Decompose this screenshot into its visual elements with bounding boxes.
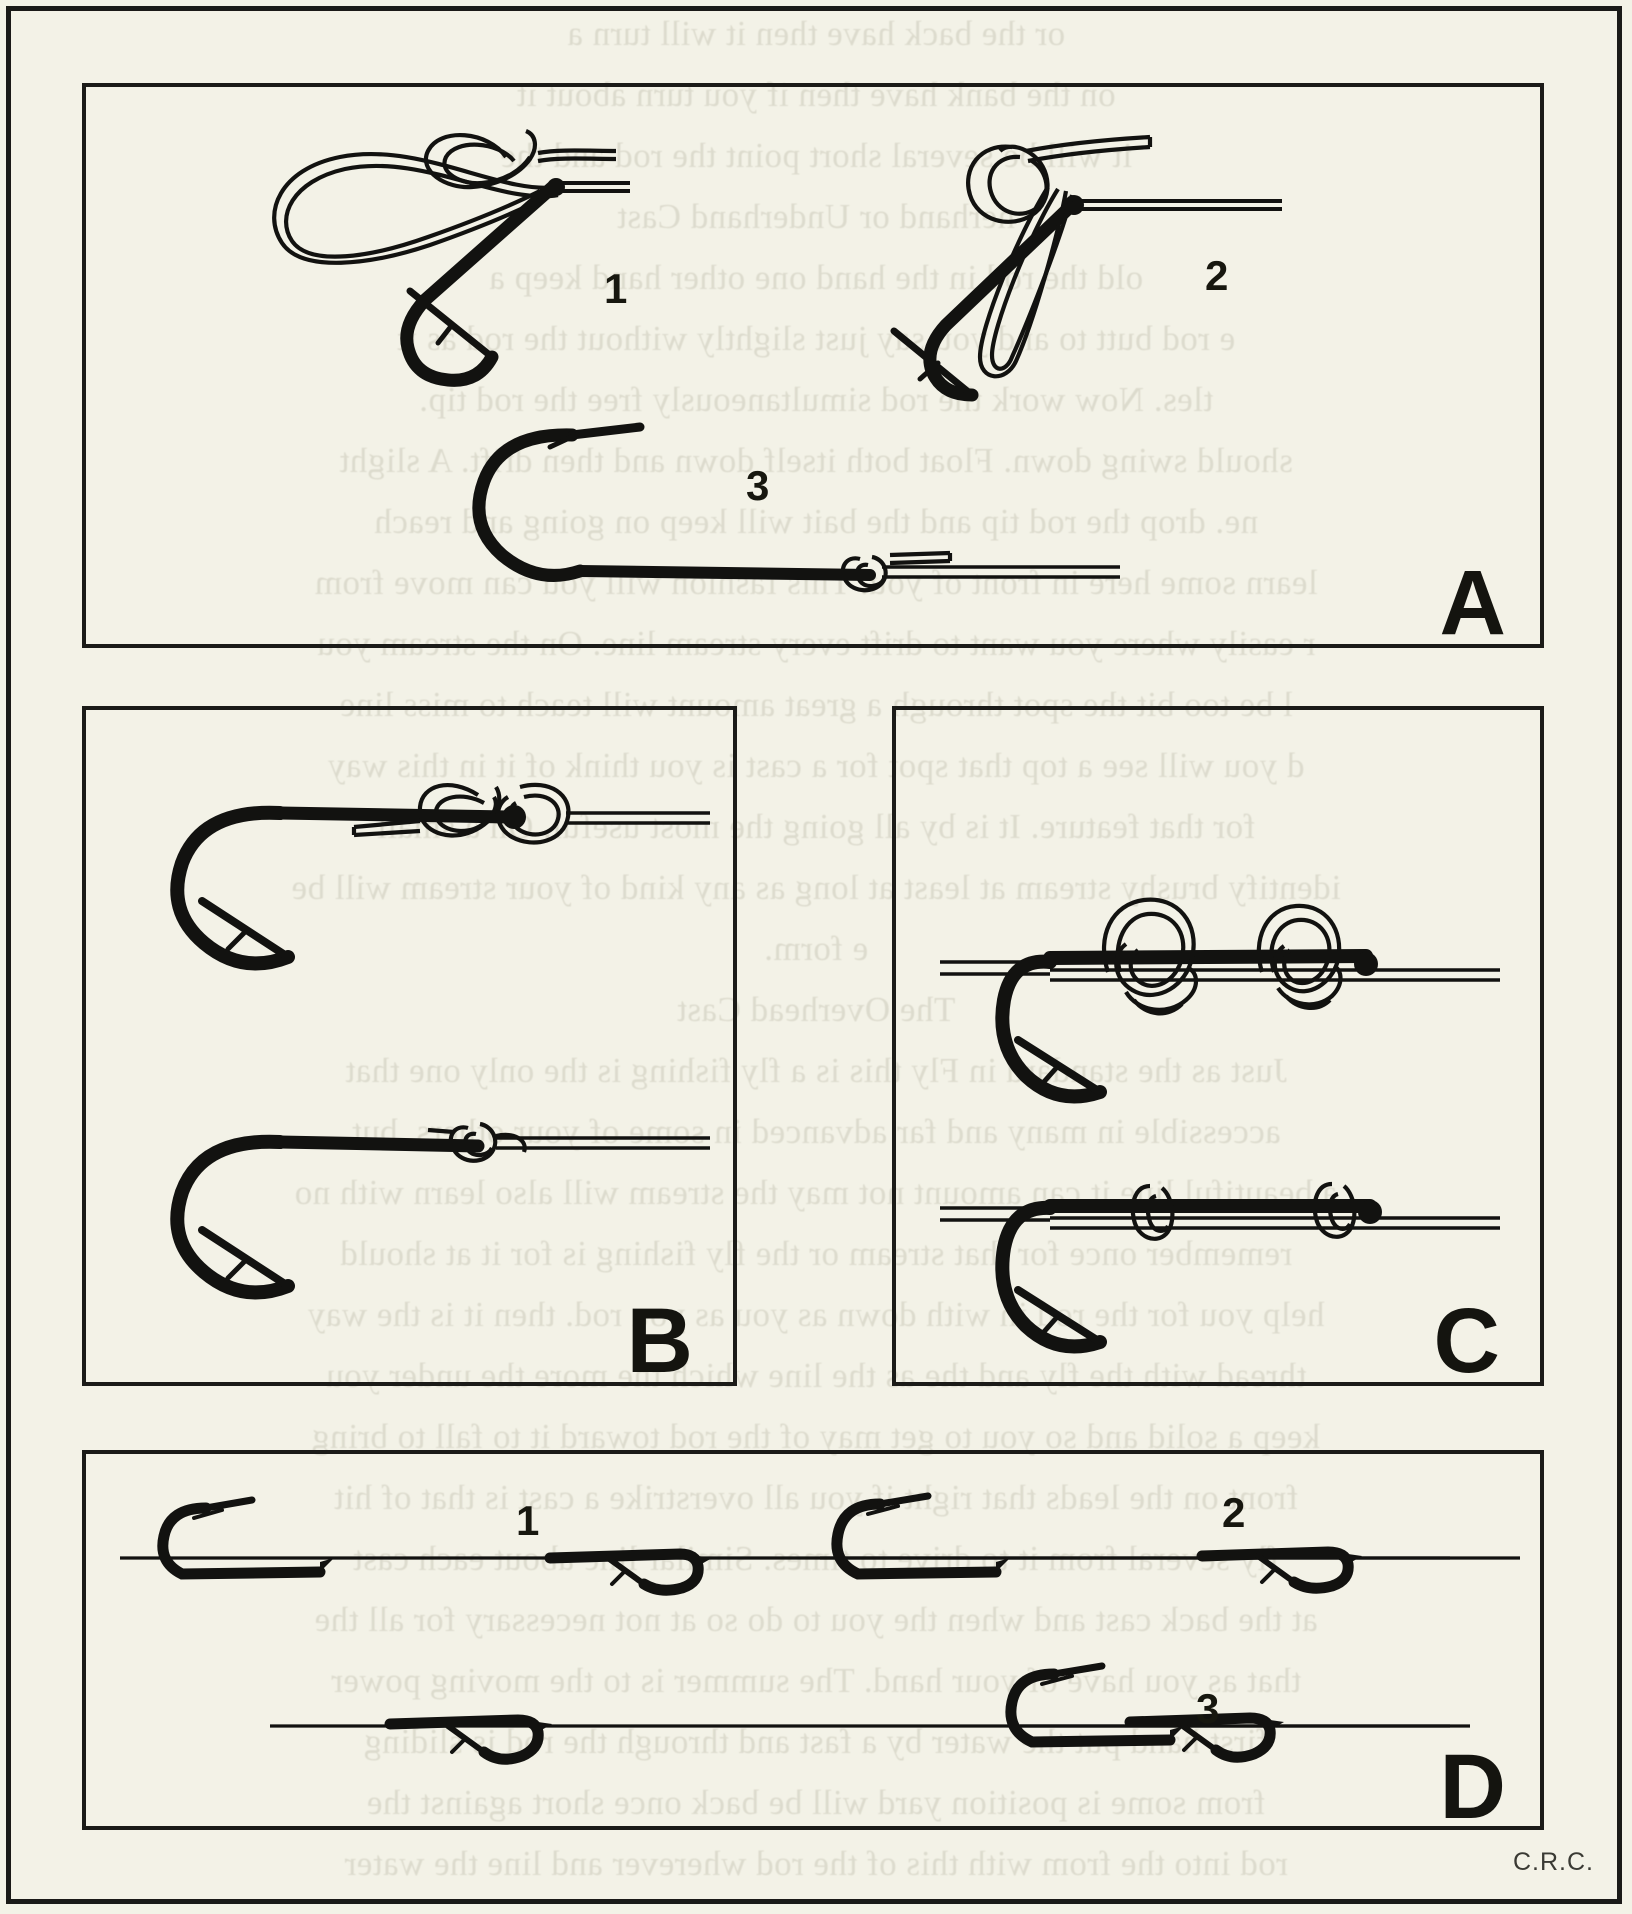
- panel-d: D: [82, 1450, 1544, 1838]
- artist-signature: C.R.C.: [1513, 1848, 1594, 1876]
- step-number-a1: 1: [604, 265, 628, 312]
- panel-b: B: [82, 706, 737, 1392]
- panel-a-label: A: [1439, 552, 1506, 654]
- panel-c-label: C: [1433, 1290, 1500, 1392]
- page-outer-border: [6, 6, 1622, 1904]
- figure-b-bottom: [170, 1121, 710, 1300]
- figure-c-bottom: [940, 1181, 1500, 1354]
- panel-d-label: D: [1439, 1736, 1506, 1838]
- figure-c-top: [940, 897, 1500, 1104]
- step-number-a3: 3: [746, 462, 770, 509]
- step-number-d3: 3: [1196, 1685, 1220, 1732]
- step-number-d1: 1: [516, 1497, 540, 1544]
- figure-a-step2: [890, 134, 1282, 402]
- figure-d-row2-right: [1020, 1712, 1450, 1763]
- figure-d-row1-right: [820, 1492, 1520, 1594]
- step-number-a2: 2: [1205, 252, 1229, 299]
- panel-c: C: [892, 706, 1544, 1392]
- figure-b-top: [170, 782, 710, 971]
- step-number-d2: 2: [1222, 1489, 1246, 1536]
- figure-a-step1: [272, 129, 630, 387]
- figure-a-step3: [472, 422, 1120, 593]
- panel-b-label: B: [626, 1290, 693, 1392]
- panel-a: A: [82, 83, 1544, 654]
